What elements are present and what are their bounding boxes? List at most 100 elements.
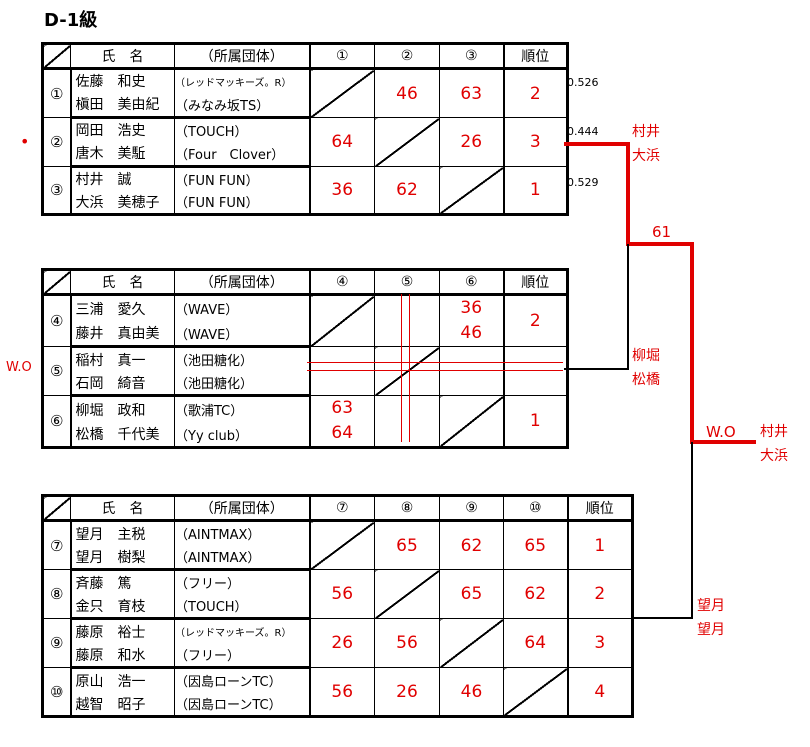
bracket-name: 村井 [632,124,660,140]
walkover-label: W.O [6,360,32,375]
player-name: 斉藤 篤 [70,569,175,595]
win-ratio: 0.526 [567,76,599,89]
score-cell: 46 [439,667,504,717]
header-name: 氏 名 [70,495,175,522]
header-name: 氏 名 [70,43,175,70]
rank-cell: 1 [502,395,568,448]
bracket-name: 松橋 [632,372,660,388]
header-col: ② [374,43,440,70]
final-score: W.O [706,423,736,441]
score-cell: 62 [374,166,440,215]
self-match-cell [309,68,375,118]
cancel-line [307,362,563,363]
player-team: （AINTMAX） [174,520,311,546]
player-team: （みなみ坂TS） [174,92,311,119]
bracket-line-winner [564,142,629,146]
bracket-name: 大浜 [632,148,660,164]
player-team: （AINTMAX） [174,545,311,571]
player-team: （TOUCH） [174,117,311,142]
player-name: 藤原 和水 [70,643,175,669]
player-name: 望月 樹梨 [70,545,175,571]
player-name: 岡田 浩史 [70,117,175,142]
bracket-name: 望月 [697,598,725,614]
set-score: 64 [331,423,354,443]
player-name: 原山 浩一 [70,667,175,693]
player-name: 柳堀 政和 [70,395,175,423]
player-name: 石岡 綺音 [70,371,175,397]
champion-names: 村井大浜 [760,420,788,468]
score-cell: 26 [309,618,375,668]
header-col: ⑤ [374,269,440,296]
rank-cell: 1 [566,520,633,570]
player-number: ⑤ [42,346,72,396]
marker-dot: • [20,132,30,151]
header-team: （所属団体） [174,43,311,70]
player-number: ⑦ [42,520,72,570]
group-3-table: 氏 名 （所属団体） ⑦ ⑧ ⑨ ⑩ 順位 ⑦ 望月 主税 （AINTMAX） … [41,494,634,718]
player-number: ⑨ [42,618,72,668]
bracket-line [631,617,693,619]
header-col: ⑦ [309,495,375,522]
score-cell: 26 [374,667,440,717]
player-name: 村井 誠 [70,166,175,191]
rank-cell: 1 [502,166,568,215]
header-col: ⑨ [439,495,504,522]
rank-cell: 3 [502,117,568,167]
score-cell: 64 [309,117,375,167]
set-score: 63 [331,398,354,418]
group-1-table: 氏 名 （所属団体） ① ② ③ 順位 ① 佐藤 和史 （レッドマッキーズ。R）… [41,42,569,216]
bracket-name: 村井 [760,424,788,440]
player-number: ② [42,117,72,167]
player-team: （WAVE） [174,294,311,322]
player-name: 松橋 千代美 [70,422,175,448]
self-match-cell [439,166,504,215]
cancel-line [401,294,402,442]
header-rank: 順位 [502,269,568,296]
player-number: ⑥ [42,395,72,448]
rank-cell: 3 [566,618,633,668]
self-match-cell [309,294,375,347]
bracket-name: 大浜 [760,448,788,464]
self-match-cell [439,395,504,448]
score-cell: 46 [374,68,440,118]
player-number: ⑩ [42,667,72,717]
player-team: （FUN FUN） [174,190,311,215]
bracket-line-winner [626,242,694,246]
win-ratio: 0.444 [567,125,599,138]
score-cell: 65 [374,520,440,570]
self-match-cell [374,569,440,619]
set-score: 36 [460,298,483,318]
bracket-line [564,368,628,370]
score-cell: 56 [309,667,375,717]
rank-cell: 2 [566,569,633,619]
header-team: （所属団体） [174,269,311,296]
score-cell: 26 [439,117,504,167]
score-cell: 64 [503,618,568,668]
player-number: ① [42,68,72,118]
score-cell [309,346,375,396]
header-rank: 順位 [566,495,633,522]
player-number: ⑧ [42,569,72,619]
player-team: （因島ローンTC） [174,692,311,717]
player-team: （池田糖化） [174,371,311,397]
self-match-cell [374,117,440,167]
player-name: 望月 主税 [70,520,175,546]
bracket-line-winner [690,440,756,444]
header-corner [42,43,71,70]
self-match-cell [309,520,375,570]
header-col: ④ [309,269,375,296]
score-cell: 56 [374,618,440,668]
bracket-line-winner [690,242,694,443]
header-corner [42,269,71,296]
self-match-cell [503,667,568,717]
player-name: 藤原 裕士 [70,618,175,644]
rank-cell [502,346,568,396]
score-cell [374,294,440,347]
player-team: （WAVE） [174,321,311,349]
player-name: 藤井 真由美 [70,321,175,349]
bracket-loser-names: 柳堀松橋 [632,344,660,392]
score-cell: 65 [503,520,568,570]
win-ratio: 0.529 [567,176,599,189]
score-cell: 65 [439,569,504,619]
